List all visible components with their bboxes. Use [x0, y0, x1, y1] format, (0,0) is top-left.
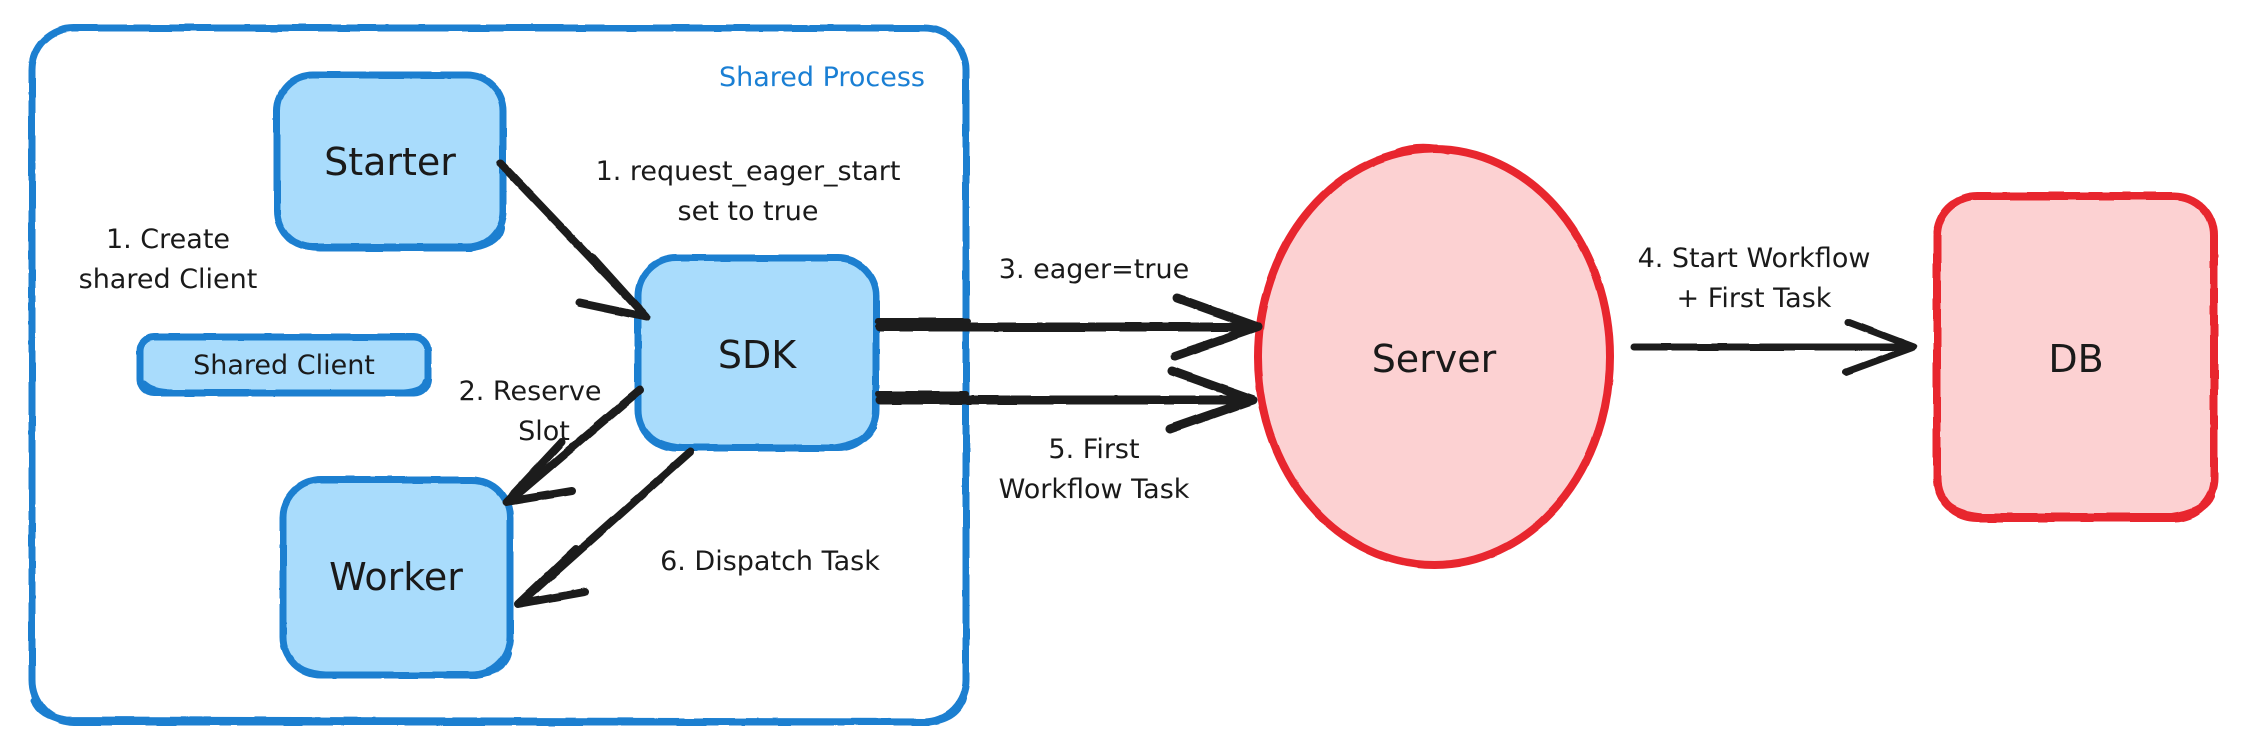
edge-label-request-eager-start: 1. request_eager_start set to true [596, 156, 901, 227]
start-workflow-line1: 4. Start Workflow [1638, 243, 1871, 274]
arrow-eager-true-head [1170, 293, 1263, 361]
starter-box-underline [280, 224, 505, 252]
db-label: DB [2048, 337, 2103, 381]
worker-label: Worker [329, 555, 463, 599]
node-worker[interactable]: Worker [279, 476, 514, 679]
arrow-sdk-to-worker-dispatch [514, 448, 694, 608]
arrow-sdk-to-worker-reserve [502, 386, 644, 506]
start-workflow-line2: + First Task [1677, 283, 1832, 314]
edge-label-first-workflow-task: 5. First Workflow Task [999, 434, 1190, 505]
db-box-underline [1940, 492, 2215, 521]
dispatch-task-label: 6. Dispatch Task [660, 546, 880, 577]
starter-label: Starter [324, 140, 456, 184]
arrow-dispatch-task-head [514, 545, 589, 608]
arrow-reserve-slot-head [502, 438, 576, 506]
reserve-slot-line1: 2. Reserve [459, 376, 602, 407]
edge-label-eager-true: 3. eager=true [999, 254, 1189, 285]
server-label: Server [1372, 337, 1497, 381]
eager-true-label: 3. eager=true [999, 254, 1189, 285]
arrow-sdk-to-server-eager [875, 293, 1263, 361]
sdk-label: SDK [718, 333, 797, 377]
node-starter[interactable]: Starter [273, 71, 507, 252]
first-workflow-task-line2: Workflow Task [999, 474, 1190, 505]
arrow-sdk-to-server-first-task [875, 366, 1258, 434]
reserve-slot-line2-text: Slot [518, 416, 570, 447]
node-shared-client[interactable]: Shared Client [136, 333, 432, 397]
arrow-starter-to-sdk-head [576, 253, 650, 321]
arrow-starter-to-sdk [496, 159, 650, 321]
node-sdk[interactable]: SDK [634, 254, 880, 452]
edge-label-create-shared-client: 1. Create shared Client [79, 224, 258, 295]
arrow-start-workflow-head [1842, 318, 1918, 376]
first-workflow-task-line1: 5. First [1048, 434, 1139, 465]
node-server[interactable]: Server [1254, 144, 1614, 569]
arrow-server-to-db [1630, 318, 1918, 376]
shared-client-label: Shared Client [193, 350, 375, 381]
server-ellipse-accent [1394, 144, 1452, 156]
sdk-box-underline [641, 424, 877, 452]
request-eager-start-line1: 1. request_eager_start [596, 156, 901, 187]
create-shared-client-line2: shared Client [79, 264, 258, 295]
arrow-first-task-head [1165, 366, 1258, 434]
node-db[interactable]: DB [1933, 192, 2218, 522]
edge-label-reserve-slot: 2. Reserve Slot [459, 376, 602, 447]
shared-process-label: Shared Process [719, 62, 925, 93]
shared-process-container [28, 24, 970, 726]
worker-box-underline [286, 650, 512, 679]
shared-process-boundary-underline [30, 694, 967, 726]
shared-client-box-underline [140, 378, 430, 397]
request-eager-start-line2: set to true [678, 196, 819, 227]
edge-label-start-workflow: 4. Start Workflow + First Task [1638, 243, 1871, 314]
arrow-reserve-slot-shaft [508, 386, 644, 503]
create-shared-client-line1: 1. Create [106, 224, 230, 255]
edge-label-dispatch-task: 6. Dispatch Task [660, 546, 880, 577]
